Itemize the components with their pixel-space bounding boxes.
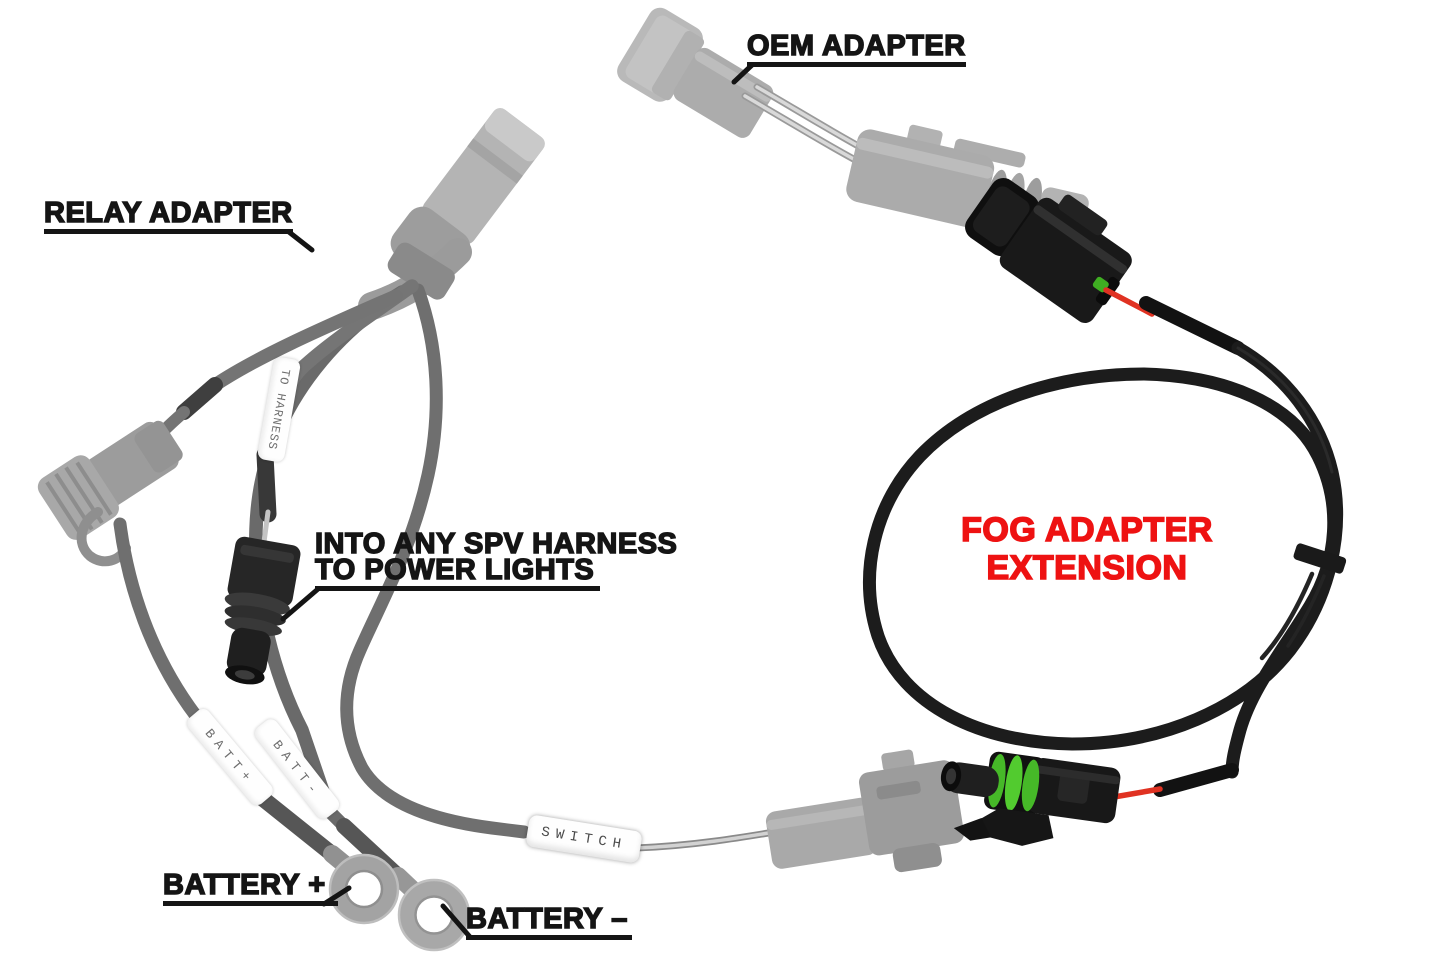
leader-spv xyxy=(280,586,321,622)
fog-top-connector xyxy=(965,178,1132,323)
spv-harness-callout: INTO ANY SPV HARNESS TO POWER LIGHTS xyxy=(314,528,678,591)
switch-ghost-connectors xyxy=(765,749,965,873)
leader-relay xyxy=(286,229,315,253)
fog-extension-photo xyxy=(863,178,1347,846)
leader-oem xyxy=(731,62,755,85)
leader-lines xyxy=(280,62,755,940)
leader-battery-minus xyxy=(440,903,473,940)
fuse-mount-clip xyxy=(76,507,131,567)
ring-terminal-battery-plus xyxy=(328,853,400,925)
battery-plus-callout: BATTERY + xyxy=(162,870,338,906)
zip-tie xyxy=(1259,543,1347,661)
oem-adapter-label: OEM ADAPTER xyxy=(746,31,966,67)
fuse-holder xyxy=(37,420,183,540)
relay-adapter-photo xyxy=(37,108,965,952)
fog-bottom-connector xyxy=(940,751,1121,846)
battery-plus-label: BATTERY + xyxy=(162,870,338,906)
fog-extension-callout: FOG ADAPTER EXTENSION xyxy=(950,510,1224,588)
battery-minus-callout: BATTERY – xyxy=(465,904,632,940)
oem-adapter-callout: OEM ADAPTER xyxy=(746,31,966,67)
relay-adapter-callout: RELAY ADAPTER xyxy=(43,198,293,234)
spv-harness-plug xyxy=(224,536,301,685)
battery-minus-label: BATTERY – xyxy=(465,904,632,940)
spv-harness-label-line1: INTO ANY SPV HARNESS xyxy=(314,528,678,560)
spv-harness-label-line2: TO POWER LIGHTS xyxy=(314,555,601,591)
ring-terminal-battery-minus xyxy=(397,878,471,952)
fog-extension-label-line1: FOG ADAPTER xyxy=(960,510,1213,550)
fog-extension-label-line2: EXTENSION xyxy=(986,548,1188,588)
relay-adapter-label: RELAY ADAPTER xyxy=(43,198,293,234)
